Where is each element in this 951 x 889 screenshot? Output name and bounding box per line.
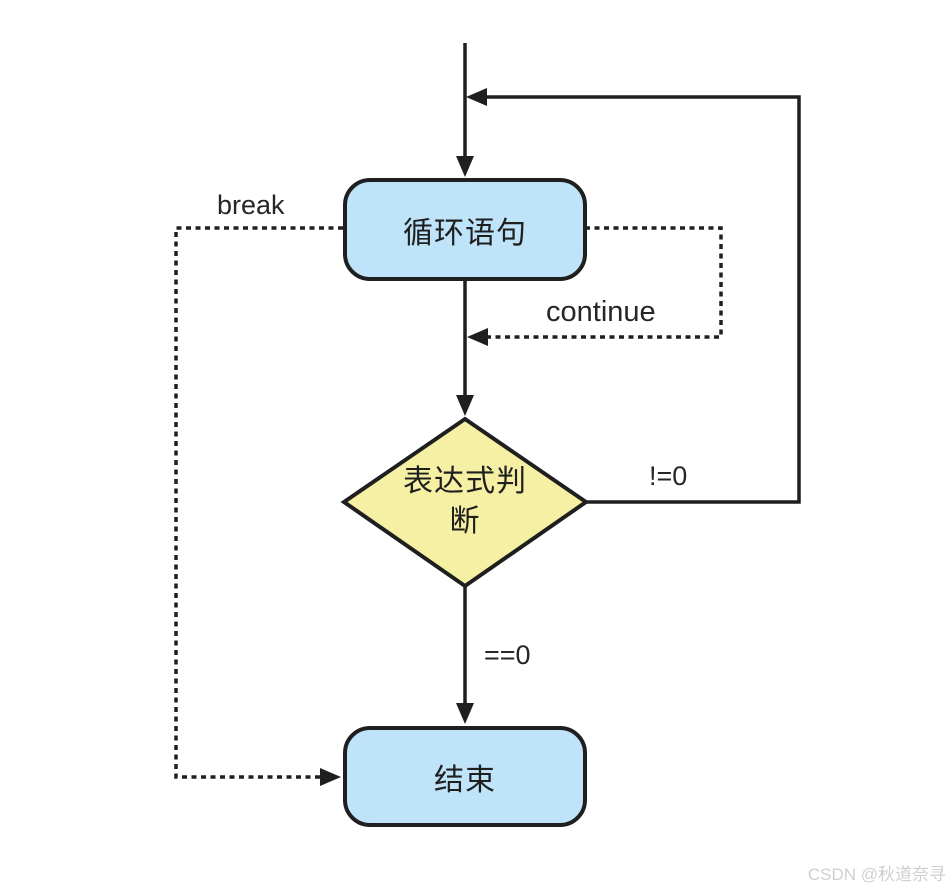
arrowhead-into-loop-node	[456, 156, 474, 177]
node-loop-statement-label: 循环语句	[403, 216, 527, 250]
arrowhead-into-decision	[456, 395, 474, 416]
node-decision-label: 表达式判 断	[365, 460, 565, 544]
edge-continue-dotted-line	[488, 226, 723, 339]
arrowhead-break-right	[320, 768, 341, 786]
edge-label-equal-zero: ==0	[484, 640, 531, 670]
edge-label-continue: continue	[546, 296, 656, 328]
edge-not-equal-feedback-line	[486, 95, 801, 504]
node-decision-diamond-shape	[340, 416, 590, 589]
edge-break-dotted-line	[174, 226, 343, 779]
node-decision-label-line1: 表达式判	[403, 465, 527, 498]
node-end: 结束	[343, 726, 587, 827]
node-loop-statement: 循环语句	[343, 178, 587, 281]
edge-label-not-equal-zero: !=0	[649, 461, 688, 491]
arrowhead-into-end-node	[456, 703, 474, 724]
arrowhead-continue-left	[467, 328, 488, 346]
edge-label-break: break	[217, 190, 285, 220]
node-decision-label-line2: 断	[449, 505, 481, 538]
arrowhead-feedback-left	[466, 88, 487, 106]
csdn-watermark: CSDN @秋道奈寻	[807, 865, 946, 884]
node-end-label: 结束	[434, 763, 496, 797]
